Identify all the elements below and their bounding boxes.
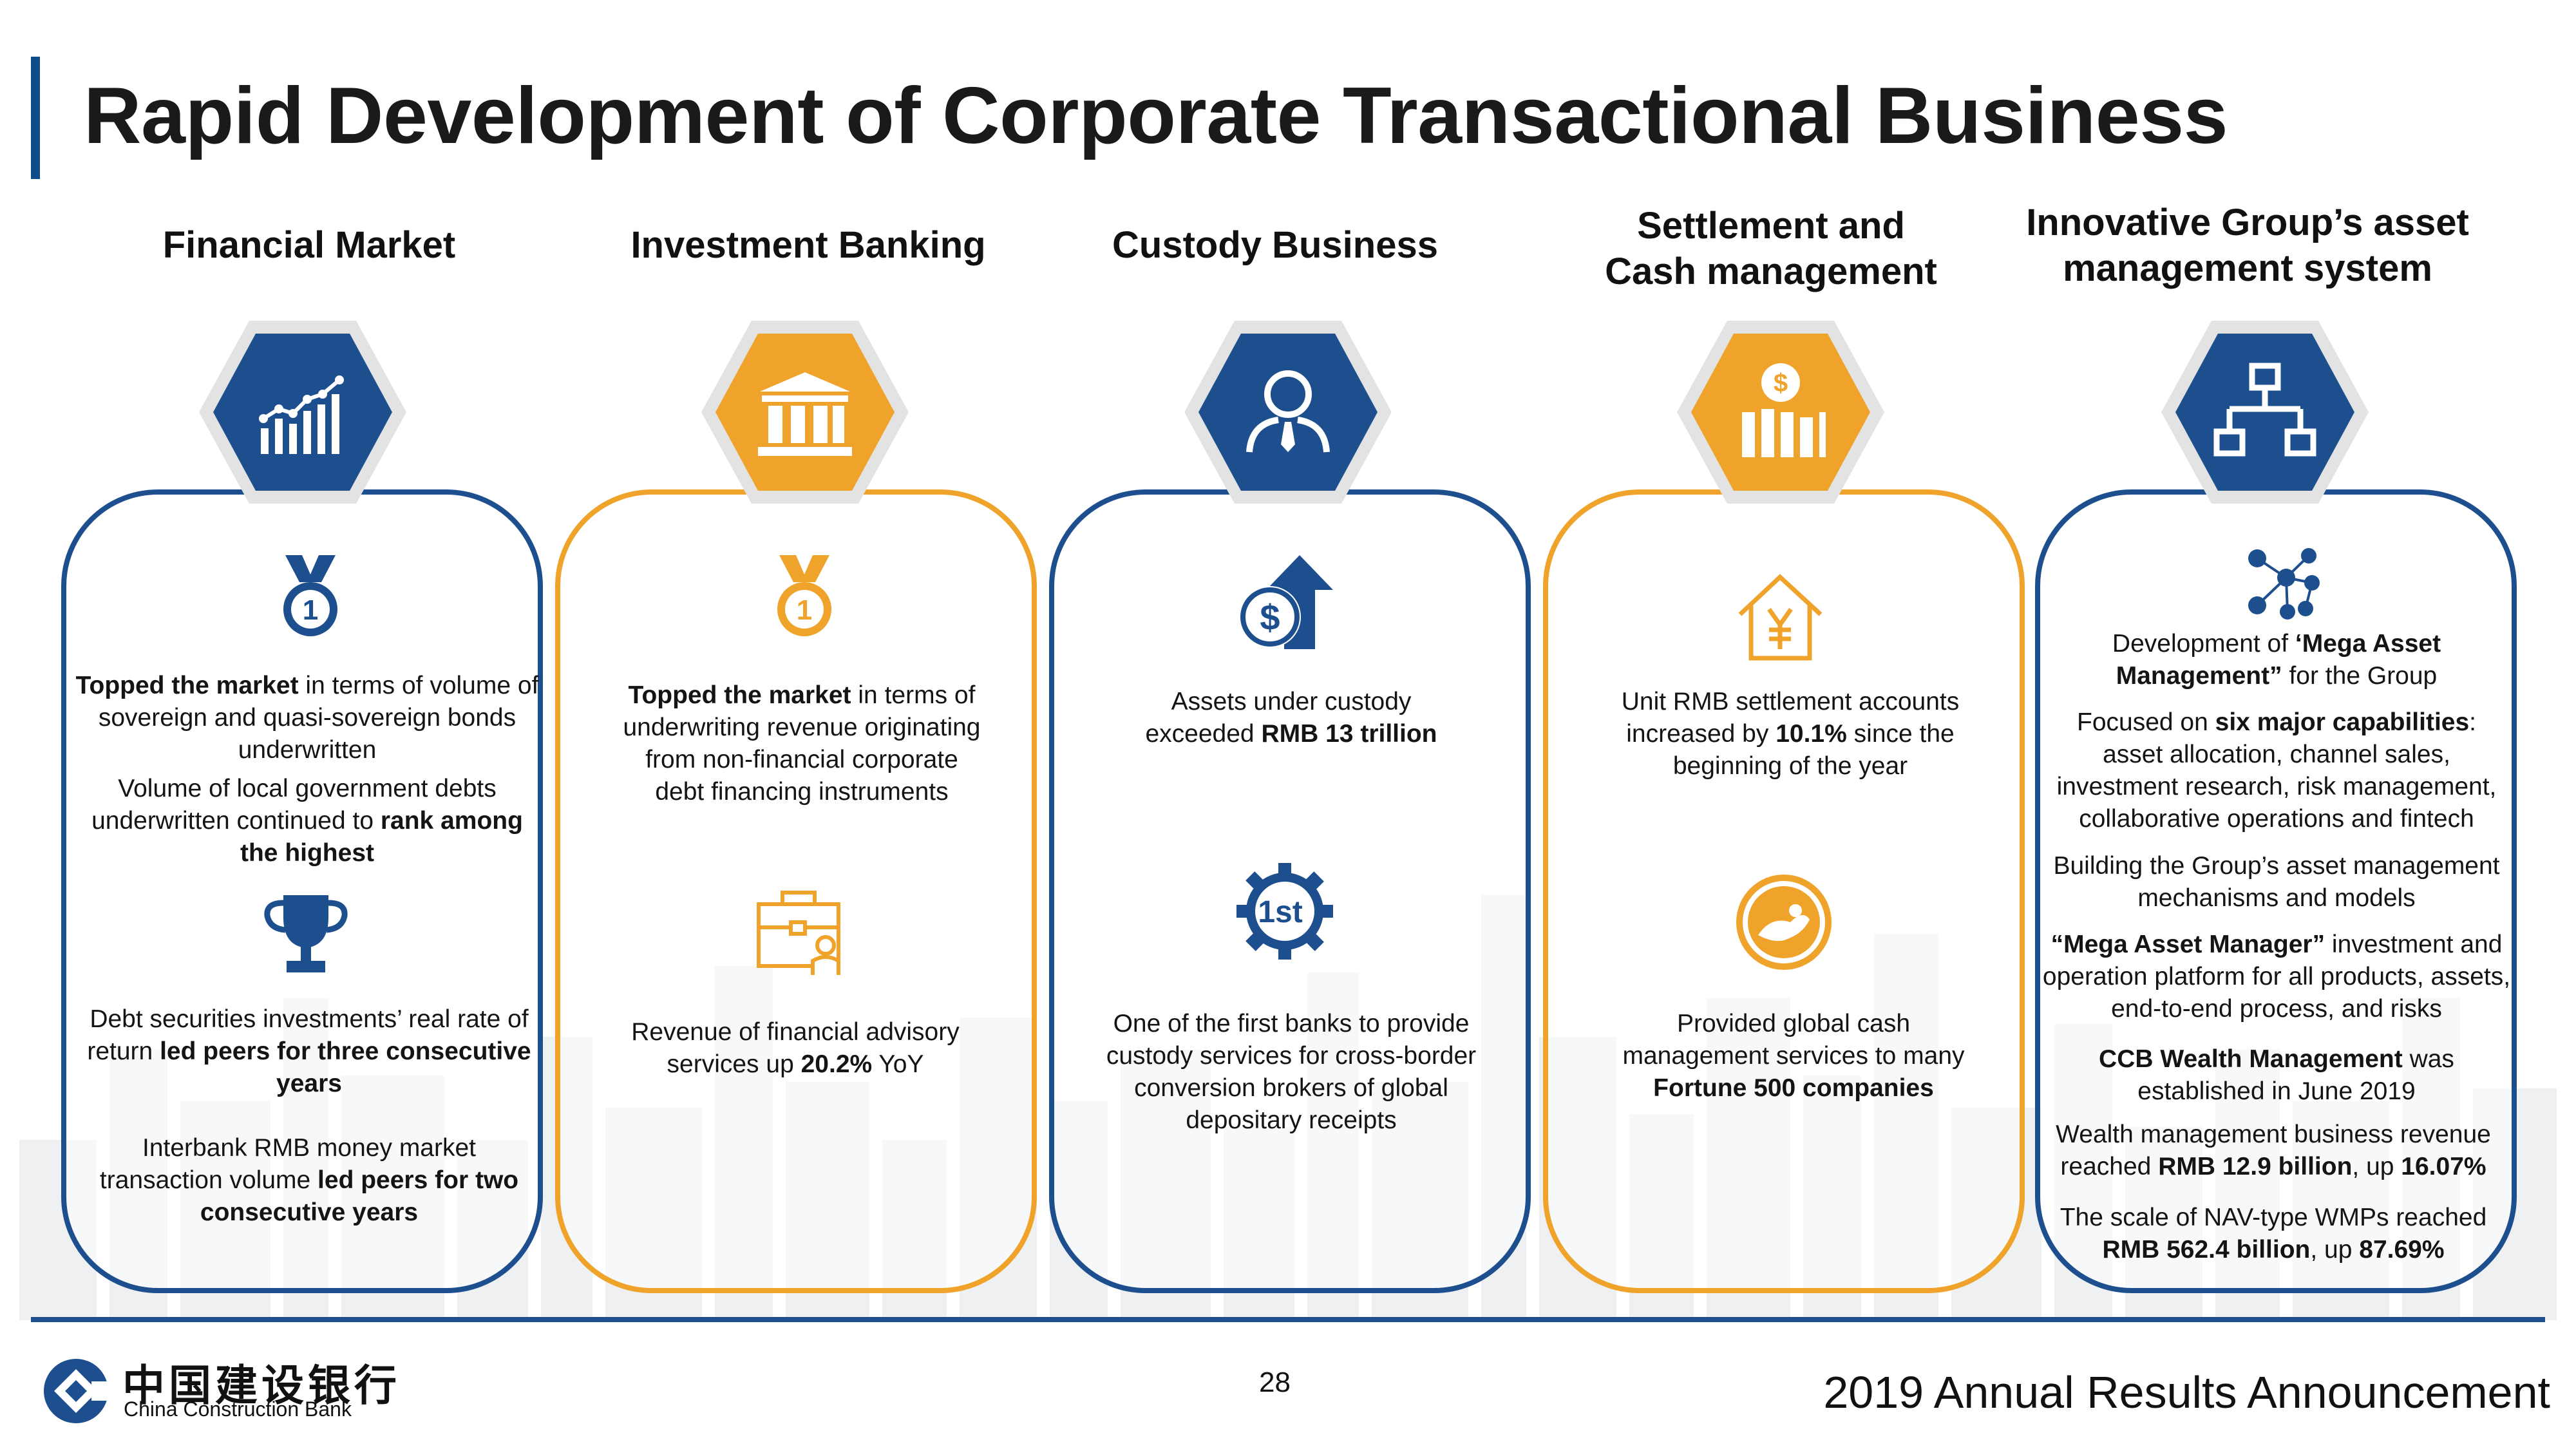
- trophy-icon: [261, 889, 351, 979]
- bank-name-english: China Construction Bank: [124, 1397, 352, 1421]
- text-mega-asset-manager-platform: “Mega Asset Manager” investment and oper…: [2042, 931, 2511, 1023]
- page-number: 28: [1259, 1367, 1291, 1398]
- text-assets-under-custody: Assets under custody exceeded RMB 13 tri…: [1145, 688, 1437, 748]
- text-nav-wmps-scale: The scale of NAV-type WMPs reached RMB 5…: [2060, 1204, 2487, 1264]
- text-ccb-wealth-management: CCB Wealth Management was established in…: [2099, 1045, 2454, 1105]
- svg-text:$: $: [1260, 597, 1280, 638]
- bank-building-icon: [758, 372, 852, 456]
- medal-number-one-icon: 1: [272, 555, 348, 639]
- text-building-mechanisms: Building the Group’s asset management me…: [2053, 852, 2500, 912]
- dollar-up-arrow-icon: $: [1230, 553, 1340, 656]
- svg-text:$: $: [1774, 369, 1788, 397]
- text-global-cash-management: Provided global cash management services…: [1622, 1010, 1965, 1102]
- network-nodes-icon: [2241, 544, 2325, 625]
- svg-text:1: 1: [303, 594, 318, 626]
- title-accent-bar: [31, 57, 40, 179]
- text-rmb-settlement-accounts: Unit RMB settlement accounts increased b…: [1621, 688, 1960, 780]
- page-title: Rapid Development of Corporate Transacti…: [84, 71, 2228, 160]
- text-interbank-money-market: Interbank RMB money market transaction v…: [99, 1134, 519, 1226]
- text-mega-asset-management: Development of ‘Mega Asset Management” f…: [2112, 630, 2441, 690]
- text-six-major-capabilities: Focused on six major capabilities: asset…: [2056, 708, 2497, 833]
- hexagon-asset-management: [2159, 316, 2371, 509]
- svg-text:1: 1: [797, 594, 812, 626]
- text-topped-market-underwriting: Topped the market in terms of underwriti…: [623, 681, 981, 806]
- medal-number-one-icon: 1: [766, 555, 842, 639]
- text-debt-securities-return: Debt securities investments’ real rate o…: [87, 1005, 531, 1097]
- column-title-financial-market: Financial Market: [162, 224, 456, 266]
- bank-name-chinese: 中国建设银行: [122, 1361, 401, 1409]
- report-title: 2019 Annual Results Announcement: [1823, 1367, 2550, 1417]
- bar-chart-trend-icon: [259, 375, 344, 454]
- custodian-person-icon: [1246, 370, 1330, 453]
- ccb-logo-icon: [44, 1359, 111, 1423]
- text-local-government-debts: Volume of local government debts underwr…: [91, 775, 523, 867]
- hexagon-settlement: $: [1674, 316, 1887, 509]
- global-hand-icon: [1732, 871, 1835, 974]
- column-title-investment-banking: Investment Banking: [630, 224, 986, 266]
- hexagon-financial-market: [196, 316, 409, 509]
- hexagon-investment-banking: [699, 316, 911, 509]
- footer-divider: [31, 1317, 2545, 1322]
- text-wealth-revenue: Wealth management business revenue reach…: [2056, 1121, 2491, 1180]
- yuan-house-icon: [1737, 572, 1824, 662]
- dollar-bars-icon: [1742, 363, 1826, 457]
- first-gear-badge-icon: 1st: [1236, 863, 1333, 960]
- text-financial-advisory: Revenue of financial advisory services u…: [631, 1018, 960, 1078]
- org-hierarchy-icon: [2213, 363, 2316, 457]
- text-first-banks-custody: One of the first banks to provide custod…: [1106, 1010, 1477, 1134]
- text-topped-market-sovereign: Topped the market in terms of volume of …: [75, 672, 539, 764]
- column-title-custody-business: Custody Business: [1112, 224, 1438, 266]
- hexagon-custody-business: [1182, 316, 1394, 509]
- briefcase-advisor-icon: [753, 889, 850, 979]
- svg-text:1st: 1st: [1258, 895, 1302, 929]
- card-asset-management: [2035, 489, 2517, 1293]
